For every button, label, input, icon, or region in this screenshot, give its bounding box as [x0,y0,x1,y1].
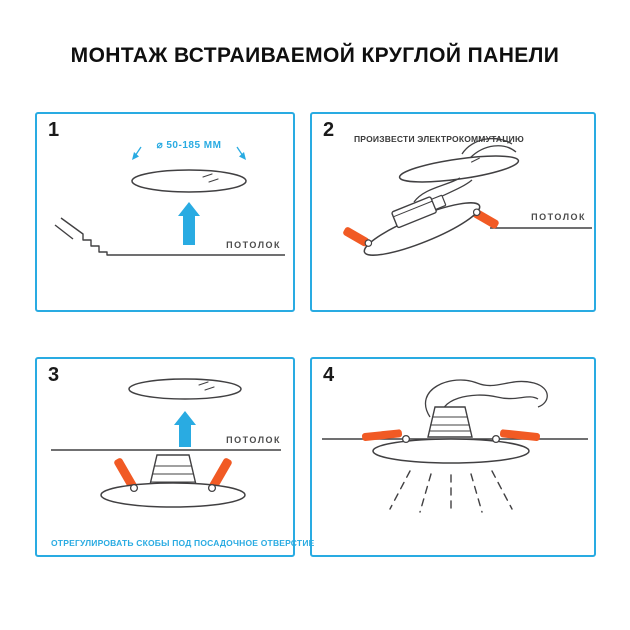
clip-screw-right [207,483,217,493]
step-4-illustration [322,379,588,515]
spring-clip-right [499,429,541,441]
panel-face [398,155,520,183]
step-1-illustration [54,146,285,256]
panel-disc [128,378,242,400]
step-4-panel: 4 [310,357,596,557]
step-4-number: 4 [323,364,335,386]
step-2-panel: 2 ПРОИЗВЕСТИ ЭЛЕКТРОКОММУТАЦИЮ ПОТОЛОК [310,112,596,312]
step-3-panel: 3 ПОТОЛОК ОТРЕГУЛИРОВАТЬ СКОБЫ ПОД ПОСАД… [35,357,314,557]
step-3-instruction: ОТРЕГУЛИРОВАТЬ СКОБЫ ПОД ПОСАДОЧНОЕ ОТВЕ… [51,538,315,548]
ceiling-label: ПОТОЛОК [226,435,281,445]
ceiling-label: ПОТОЛОК [226,240,281,250]
step-1-panel: 1 ⌀ 50-185 ММ ПОТОЛОК [35,112,295,312]
panel-body [100,482,246,508]
gloss-ticks [198,381,215,391]
terminal-box [431,194,447,210]
spring-clip-left [114,458,137,490]
panel-body [372,438,530,464]
up-arrow-icon [174,411,196,447]
diameter-label: ⌀ 50-185 ММ [156,140,222,151]
step-2-illustration [343,137,592,256]
spring-cone [427,406,473,438]
clip-screw-right [472,208,481,217]
step-3-number: 3 [48,364,60,386]
mains-wires [461,137,517,159]
step-3-illustration [51,378,281,508]
clip-screw-left [364,239,373,247]
page-title: МОНТАЖ ВСТРАИВАЕМОЙ КРУГЛОЙ ПАНЕЛИ [70,44,560,67]
light-rays [389,470,513,515]
step-2-instruction: ПРОИЗВЕСТИ ЭЛЕКТРОКОММУТАЦИЮ [354,134,524,144]
spring-cone [148,454,198,490]
clip-screw-left [129,483,139,493]
spring-clip-left [343,227,369,247]
clip-screw-left [401,434,411,444]
step-1-number: 1 [48,119,60,141]
step-2-number: 2 [323,119,335,141]
up-arrow-icon [178,202,200,245]
gloss-ticks [202,173,219,183]
panel-disc [131,169,247,193]
dimension-arrows [132,146,246,160]
spring-clip-left [361,429,403,441]
ceiling-cut-line [54,217,285,256]
clip-screw-right [491,434,501,444]
spring-clip-right [209,458,232,490]
mains-wires [424,379,548,420]
tilted-panel-assembly [343,194,499,256]
ceiling-label: ПОТОЛОК [531,212,586,222]
